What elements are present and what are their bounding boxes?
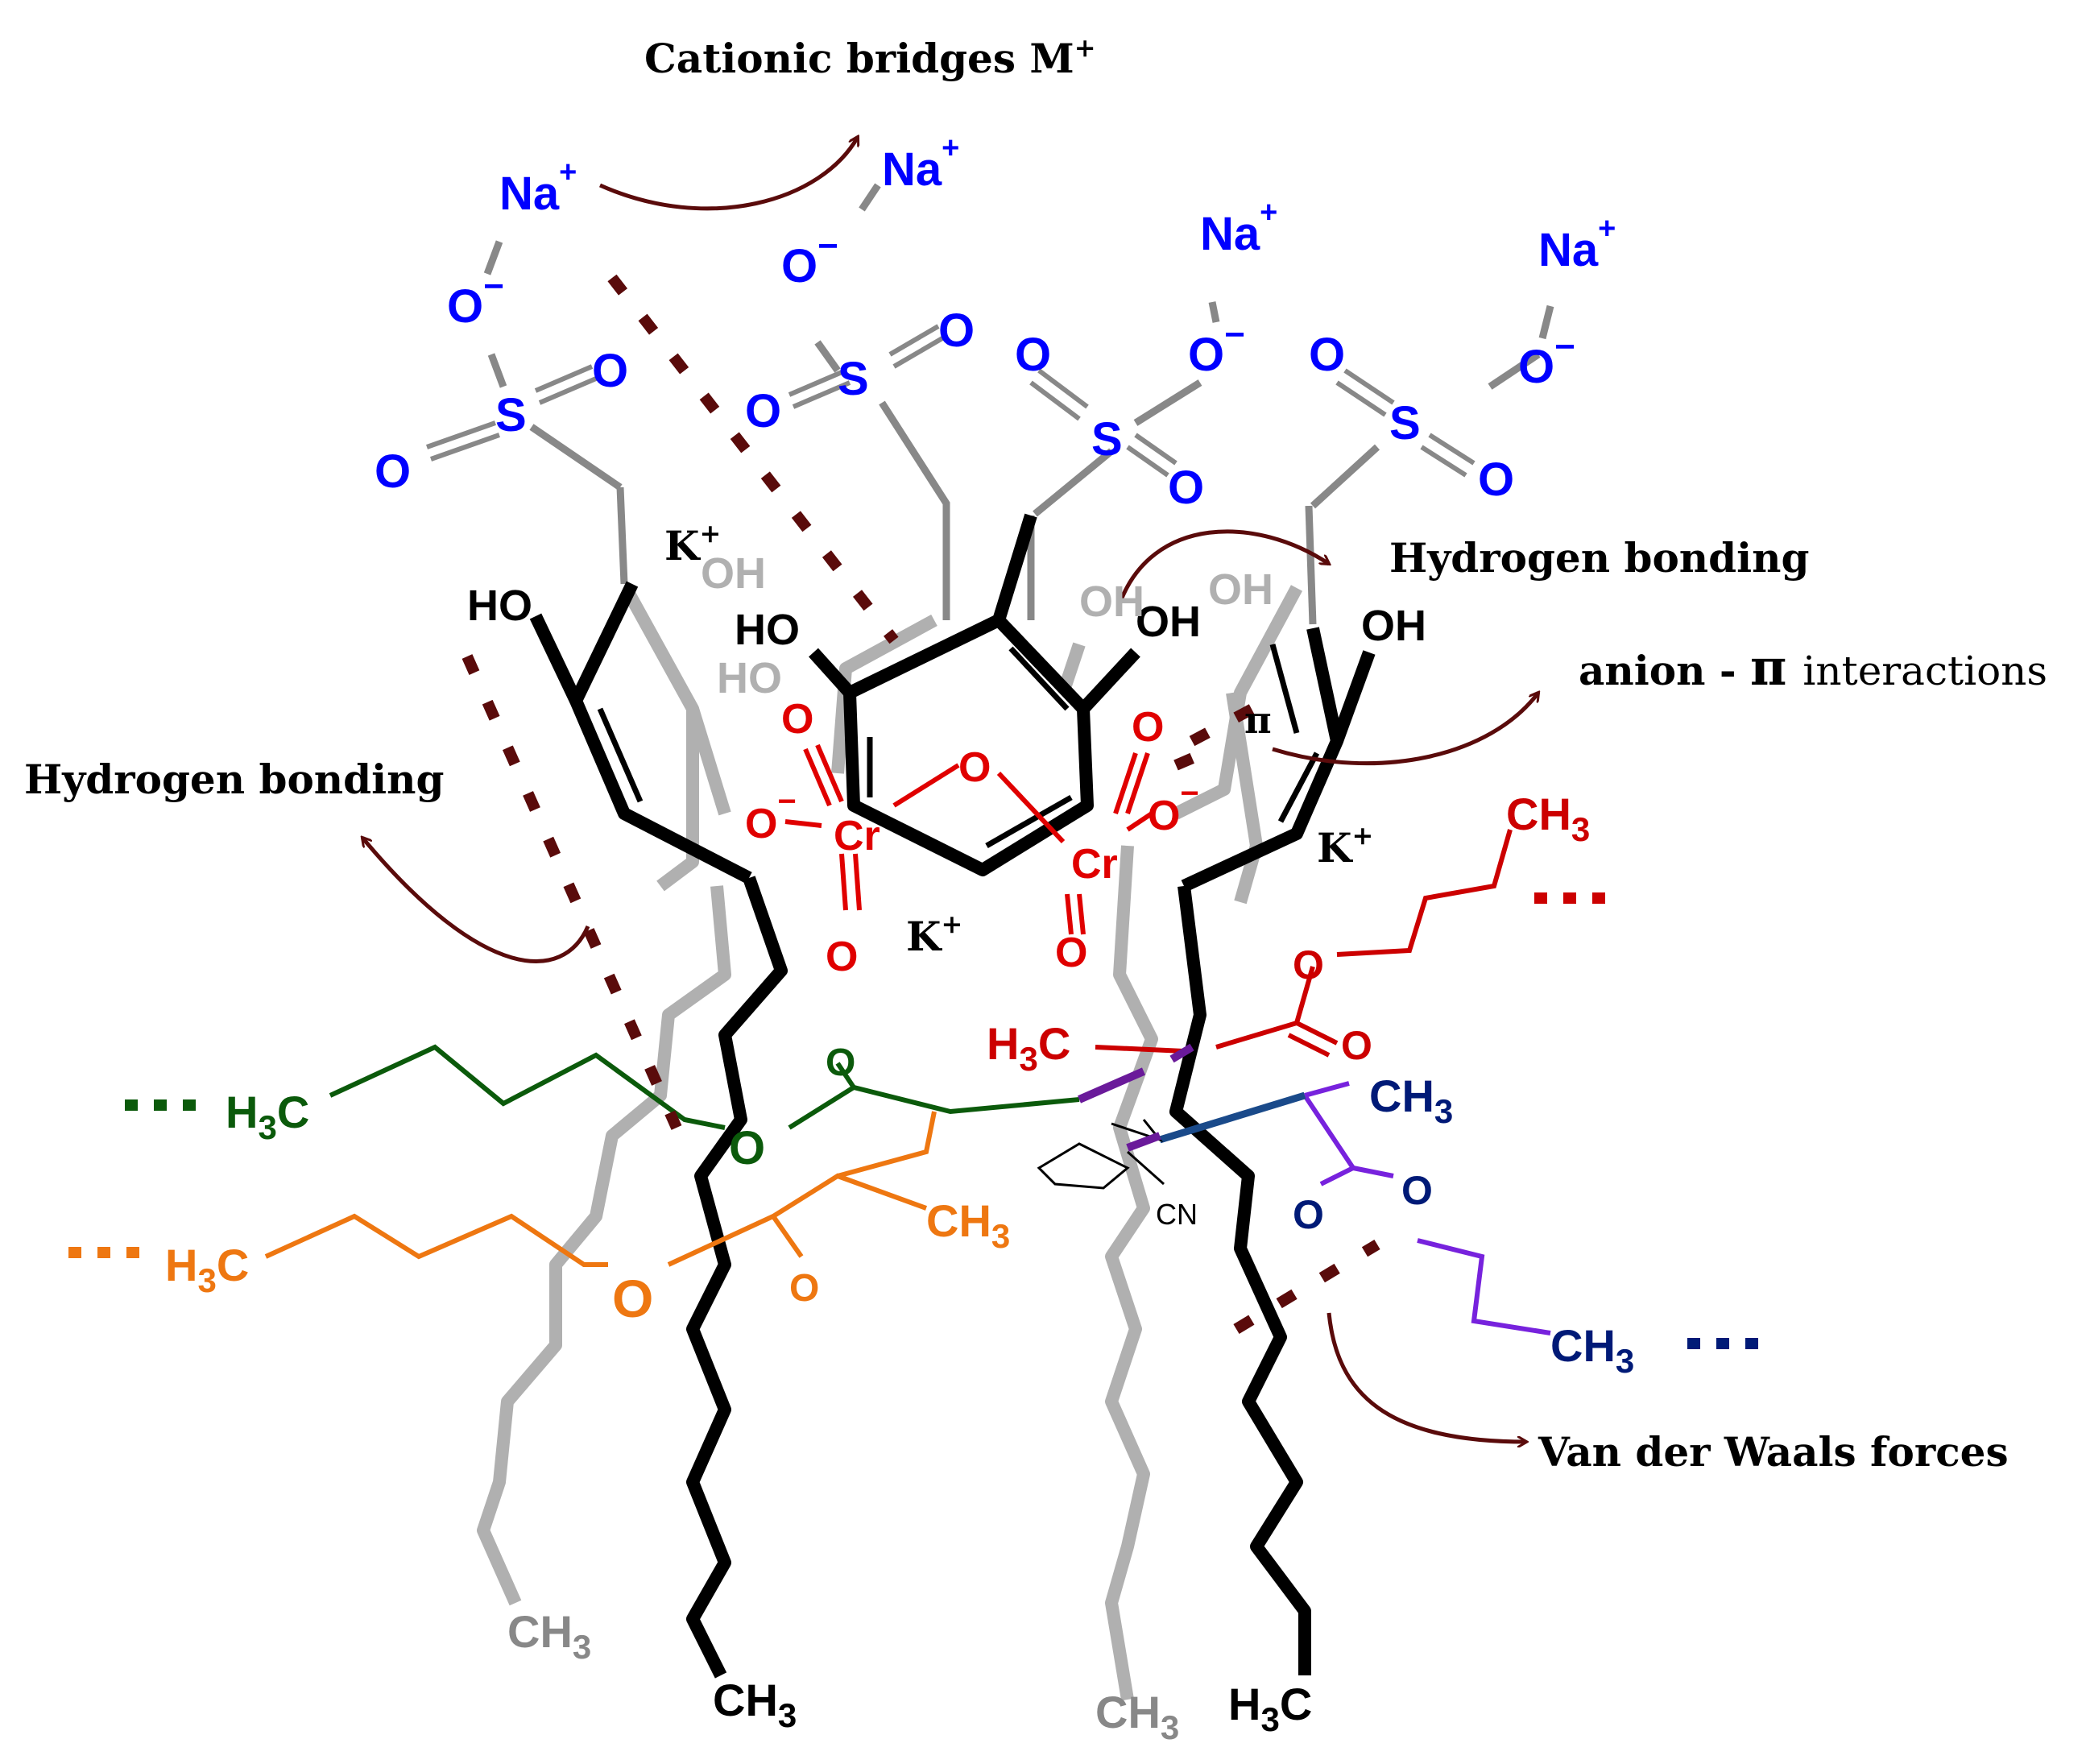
arrow-van-der-waals (1327, 1312, 1526, 1442)
sulfur-1: S (495, 389, 527, 441)
sodium-sulfonate-atoms: Na+ Na+ Na+ Na+ O− O− O− O− S S S S O O … (375, 131, 1616, 514)
oh-right: OH (1361, 602, 1426, 650)
arrow-anion-pi (1272, 693, 1538, 766)
h3c-green: H3C (226, 1087, 309, 1146)
h3c-black-right: H3C (1228, 1679, 1312, 1738)
sulfur-3: S (1091, 413, 1123, 466)
svg-text:O: O (745, 385, 781, 437)
label-hydrogen-bonding-left: Hydrogen bonding (24, 756, 444, 803)
sulfonate-linkers (483, 183, 1554, 625)
green-ester-chain (329, 1044, 1080, 1130)
ch3-navy-top: CH3 (1369, 1070, 1453, 1130)
arrow-hydrogen-bonding-right (1117, 529, 1329, 605)
interaction-dashes (461, 274, 1380, 1335)
purple-wedge-bonds (1077, 1043, 1194, 1152)
chromium-1: Cr (834, 813, 880, 859)
oh-back-left: OH (701, 549, 766, 598)
oh-back-center: OH (1079, 578, 1144, 626)
na-ion-2: Na+ (882, 131, 959, 196)
na-ion-3: Na+ (1200, 196, 1277, 260)
ch3-gray-left: CH3 (507, 1606, 591, 1666)
svg-text:O: O (729, 1122, 765, 1174)
k-ion-3: K+ (1317, 820, 1373, 872)
ch3-red: CH3 (1506, 789, 1590, 848)
hydroxyl-groups: HO HO OH OH OH HO OH OH (467, 549, 1426, 702)
gray-alkyl-chain-right (1105, 845, 1158, 1701)
sulfur-4: S (1389, 397, 1421, 449)
svg-text:O: O (592, 345, 628, 397)
dash-tails (68, 892, 1768, 1349)
o-minus-2: O− (781, 226, 838, 292)
aromatic-double-bonds (597, 644, 1320, 849)
k-ion-2: K+ (906, 909, 962, 960)
arrow-hydrogen-bonding-left (362, 838, 590, 963)
ch3-gray-right: CH3 (1095, 1687, 1179, 1746)
ch3-orange: CH3 (926, 1195, 1010, 1255)
svg-text:O: O (1478, 453, 1514, 506)
o-minus-4: O− (1518, 327, 1575, 393)
svg-text:O: O (781, 696, 813, 743)
label-cationic-bridges: Cationic bridges M+ (644, 32, 1096, 82)
svg-text:O: O (1341, 1023, 1372, 1068)
k-ion-1: K+ (664, 518, 721, 569)
svg-text:O: O (1401, 1168, 1433, 1213)
ho-left: HO (467, 582, 532, 630)
svg-text:O: O (612, 1269, 653, 1328)
ho-center: HO (735, 606, 800, 654)
black-alkyl-chain-left (686, 876, 788, 1679)
svg-text:O−: O− (1148, 776, 1199, 839)
initiator-fragment (1037, 1119, 1165, 1190)
o-minus-3: O− (1188, 315, 1245, 381)
cyano-group: CN (1156, 1198, 1198, 1231)
arrow-cationic-bridges (598, 137, 858, 211)
svg-text:O: O (1168, 462, 1204, 514)
svg-text:O: O (826, 1041, 855, 1084)
svg-text:O: O (789, 1267, 819, 1310)
h3c-orange: H3C (165, 1240, 249, 1299)
sulfur-2: S (838, 353, 869, 405)
gray-alkyl-chain-left (477, 885, 731, 1606)
ch3-navy-bottom: CH3 (1550, 1320, 1634, 1380)
h3c-red: H3C (987, 1018, 1070, 1078)
svg-text:O: O (938, 304, 975, 357)
svg-text:O: O (1293, 1192, 1324, 1237)
ho-back-center: HO (717, 654, 782, 702)
o-minus-1: O− (447, 267, 504, 333)
potassium-ions: K+ K+ K+ π (664, 518, 1373, 960)
annotation-arrows (362, 137, 1538, 1442)
svg-text:O: O (1055, 930, 1087, 976)
svg-text:O: O (958, 744, 991, 791)
svg-text:O: O (375, 445, 411, 498)
svg-text:O: O (1132, 704, 1164, 751)
svg-text:O−: O− (745, 784, 797, 847)
orange-ester-chain (264, 1111, 937, 1267)
na-ion-1: Na+ (499, 155, 577, 220)
svg-text:O: O (1015, 329, 1051, 381)
oh-back-right: OH (1208, 565, 1273, 614)
dichromate-atoms: O O− Cr O O Cr O O− O (745, 696, 1199, 980)
front-calixarene-frame (529, 513, 1376, 1679)
ester-oxygens: O O O O O O O O (612, 942, 1433, 1328)
label-van-der-waals: Van der Waals forces (1538, 1428, 2009, 1476)
ch3-black-left: CH3 (713, 1675, 797, 1734)
na-ion-4: Na+ (1538, 212, 1616, 276)
svg-text:O: O (1293, 942, 1324, 988)
pi-symbol: π (1244, 698, 1272, 742)
sulfonyl-double-bonds (426, 324, 1476, 478)
label-hydrogen-bonding-right: Hydrogen bonding (1389, 534, 1809, 582)
black-alkyl-chain-right (1169, 885, 1311, 1675)
red-ester-chain (1095, 829, 1513, 1058)
svg-text:O: O (826, 934, 858, 980)
chromium-2: Cr (1071, 841, 1118, 888)
dichromate-bonds (784, 743, 1153, 935)
svg-text:O: O (1309, 329, 1345, 381)
oh-center-right: OH (1136, 598, 1201, 646)
blue-linker (1158, 1091, 1306, 1144)
purple-ester-chain (1302, 1081, 1551, 1335)
chain-terminals: CH3 CH3 CH3 H3C H3C H3C CH3 CH3 H3C CH3 … (165, 789, 1634, 1746)
